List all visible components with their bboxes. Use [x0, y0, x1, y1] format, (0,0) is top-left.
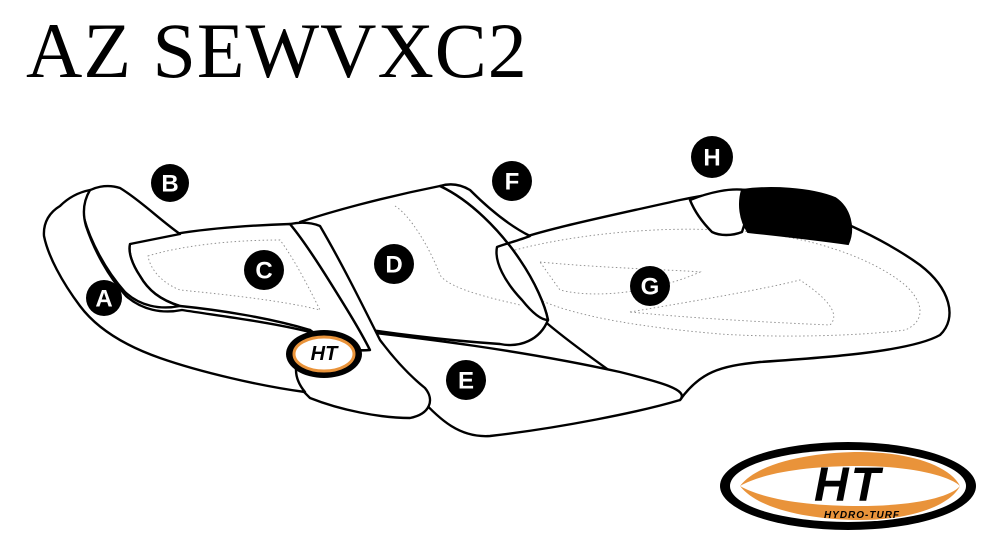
label-h-badge: H	[691, 136, 733, 178]
product-code-title: AZ SEWVXC2	[26, 7, 528, 94]
panel-f-bolster	[438, 183, 550, 322]
label-c-text: C	[255, 258, 272, 285]
label-b-badge: B	[151, 164, 189, 202]
panel-d-stitch	[394, 205, 521, 306]
rear-grab-handle	[739, 187, 853, 246]
label-g-badge: G	[630, 266, 670, 306]
panel-g-stitch	[512, 228, 921, 337]
hydro-turf-badge-text: HT	[311, 343, 339, 365]
label-a-badge: A	[86, 280, 122, 316]
label-f-text: F	[505, 169, 520, 196]
label-f-badge: F	[492, 161, 532, 201]
panel-h-strap	[688, 188, 749, 237]
panel-g-rear-seat	[495, 190, 951, 402]
label-d-badge: D	[374, 244, 414, 284]
label-e-text: E	[458, 368, 474, 395]
hydro-turf-badge: HT	[286, 330, 362, 378]
hydro-turf-logo-mark: HT	[814, 459, 884, 512]
label-g-text: G	[641, 274, 660, 301]
label-b-text: B	[161, 171, 178, 198]
panel-g-inner-stitch	[539, 261, 835, 326]
hydro-turf-logo: HT HYDRO-TURF	[720, 442, 976, 530]
label-a-text: A	[95, 286, 112, 313]
label-e-badge: E	[446, 360, 486, 400]
label-h-text: H	[703, 145, 720, 172]
label-d-text: D	[385, 252, 402, 279]
label-c-badge: C	[244, 250, 284, 290]
hydro-turf-logo-wordmark: HYDRO-TURF	[824, 510, 900, 521]
